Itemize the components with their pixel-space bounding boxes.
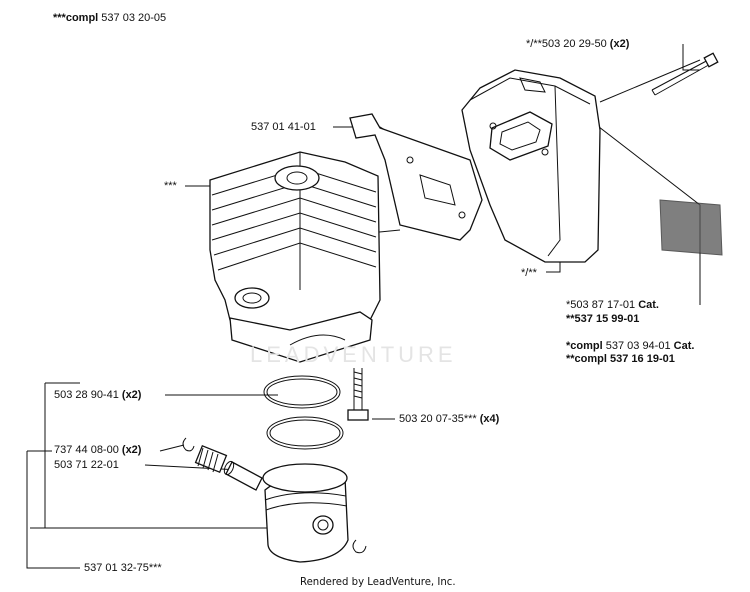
watermark-text: LEADVENTURE [250,342,457,367]
part-suffix: Cat. [670,340,695,352]
assembly-title: ***compl 537 03 20-05 [53,12,166,24]
muffler-bolt [651,52,719,96]
compl-prefix: *compl [566,340,603,352]
circlip-left [182,437,195,452]
catalytic-screen [659,199,723,256]
label-cat-screen-alt[interactable]: **537 15 99-01 [566,313,639,326]
label-circlip[interactable]: 737 44 08-00 (x2) [54,444,141,457]
part-number: 503 71 22-01 [54,459,119,471]
part-number: 503 20 07-35*** [399,413,477,425]
label-gasket[interactable]: 537 01 41-01 [251,121,316,134]
part-number: */** [521,267,537,279]
piston-rings [263,375,344,450]
part-number: **537 15 99-01 [566,313,640,325]
cylinder-screw [347,368,369,421]
label-muffler-bolt[interactable]: */**503 20 29-50 (x2) [526,38,629,51]
part-number: */**503 20 29-50 [526,38,607,50]
title-number: 537 03 20-05 [98,12,167,24]
label-muffler-compl[interactable]: *compl 537 03 94-01 Cat. [566,340,694,353]
label-cat-screen[interactable]: *503 87 17-01 Cat. [566,299,659,312]
part-number: 537 01 32-75*** [84,562,162,574]
piston [262,463,349,563]
part-number: *503 87 17-01 [566,299,636,311]
piston-pin [223,460,263,491]
label-needle-bearing[interactable]: 503 71 22-01 [54,459,119,472]
part-number: *** [164,180,177,192]
muffler [461,69,601,263]
label-piston-kit[interactable]: 537 01 32-75*** [84,562,162,575]
part-suffix: Cat. [638,299,659,311]
part-qty: (x2) [609,38,630,50]
title-prefix: ***compl [53,12,99,24]
label-cylinder[interactable]: *** [164,180,177,193]
label-piston-ring[interactable]: 503 28 90-41 (x2) [54,389,141,402]
label-muffler-compl-alt[interactable]: **compl 537 16 19-01 [566,353,675,366]
part-number: **compl 537 16 19-01 [566,353,675,365]
needle-bearing [194,444,228,474]
gasket [349,113,483,241]
part-number: 503 28 90-41 [54,389,119,401]
label-cylinder-screw[interactable]: 503 20 07-35*** (x4) [399,413,499,426]
cylinder [209,151,381,363]
footer-credit: Rendered by LeadVenture, Inc. [300,575,456,588]
circlip-right [352,539,367,554]
part-qty: (x2) [121,389,142,401]
part-number: 737 44 08-00 [54,444,119,456]
part-qty: (x2) [121,444,142,456]
label-muffler[interactable]: */** [521,267,537,280]
part-qty: (x4) [479,413,500,425]
part-number: 537 03 94-01 [602,340,671,352]
part-number: 537 01 41-01 [251,121,316,133]
